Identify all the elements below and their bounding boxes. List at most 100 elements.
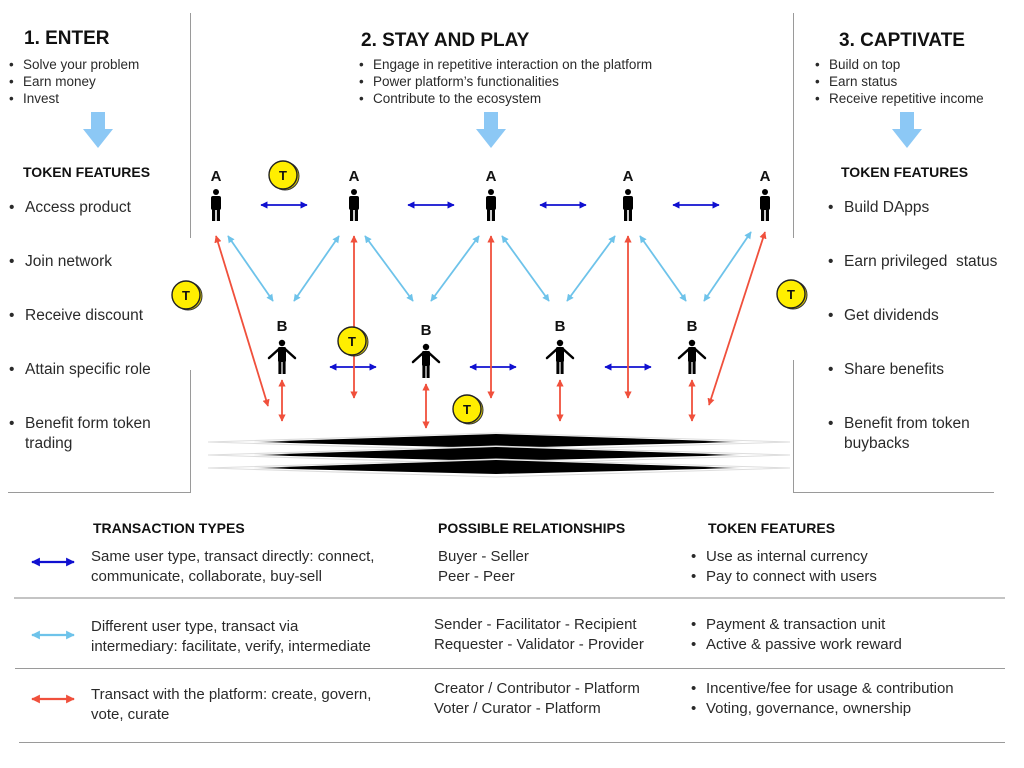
legend-row-same-type-description: Same user type, transact directly: conne…: [91, 547, 374, 587]
stage-play-title: 2. STAY AND PLAY: [361, 30, 530, 51]
token-feature: Incentive/fee for usage & contribution: [690, 679, 954, 699]
token-label: T: [787, 287, 795, 302]
token-label: T: [348, 334, 356, 349]
person-icon: [211, 189, 221, 221]
user-a: A: [486, 168, 497, 221]
person-arms-out-icon: [267, 339, 297, 374]
right-panel-border-base: [793, 492, 994, 493]
captivate-feature-item: Build DApps: [828, 198, 1024, 218]
relationship: Peer - Peer: [438, 568, 515, 585]
person-icon: [760, 189, 770, 221]
stage-enter-bullet: Solve your problem: [8, 56, 139, 73]
user-b: B: [267, 318, 297, 374]
enter-feature-item: Access product: [9, 198, 195, 218]
user-b-label: B: [687, 318, 698, 335]
network-diagram: A A A A A B B B B T T T T T: [171, 160, 808, 478]
different-type-arrow-icon: [31, 630, 75, 640]
stage-captivate-bullet: Build on top: [814, 56, 984, 73]
right-panel-border-top: [793, 13, 794, 238]
platform-arrow: [214, 235, 270, 407]
enter-feature-item: Join network: [9, 252, 195, 272]
captivate-feature-item: Benefit from token buybacks: [828, 414, 1004, 454]
stage-enter-down-arrow-icon: [83, 112, 113, 148]
left-panel-border-bottom: [190, 370, 191, 492]
user-b-label: B: [421, 322, 432, 339]
stage-enter-bullet: Invest: [8, 90, 139, 107]
users: A A A A A B B B B: [211, 168, 771, 378]
user-a-label: A: [623, 168, 634, 185]
description-line: Transact with the platform: create, gove…: [91, 686, 372, 703]
different-type-arrow: [501, 235, 550, 302]
stage-captivate-features-heading: TOKEN FEATURES: [841, 164, 969, 180]
platform-layer-fill: [250, 447, 745, 461]
token-feature: Payment & transaction unit: [690, 615, 902, 635]
stage-play-bullet: Power platform’s functionalities: [358, 73, 652, 90]
enter-feature-item: Benefit form token trading: [9, 414, 175, 454]
token-coin-icon: T: [268, 160, 300, 191]
different-type-arrow: [364, 235, 414, 302]
different-type-arrow: [293, 235, 340, 302]
platform-layer: [207, 445, 791, 465]
stage-enter-bullet: Earn money: [8, 73, 139, 90]
different-type-arrow: [227, 235, 274, 302]
token-label: T: [463, 402, 471, 417]
user-a: A: [349, 168, 360, 221]
legend-header-relationships: POSSIBLE RELATIONSHIPS: [438, 520, 626, 536]
description-line: communicate, collaborate, buy-sell: [91, 568, 322, 585]
stage-play-down-arrow-icon: [476, 112, 506, 148]
platform-layer: [207, 458, 791, 478]
token-label: T: [182, 288, 190, 303]
user-a-label: A: [486, 168, 497, 185]
user-b-label: B: [555, 318, 566, 335]
relationship: Buyer - Seller: [438, 548, 529, 565]
captivate-feature-item: Share benefits: [828, 360, 1024, 380]
user-b: B: [677, 318, 707, 374]
user-a-label: A: [349, 168, 360, 185]
platform-layer-fill: [250, 434, 745, 448]
description-line: Same user type, transact directly: conne…: [91, 548, 375, 565]
token-feature: Pay to connect with users: [690, 567, 877, 587]
token-label: T: [279, 168, 287, 183]
stage-captivate-bullet: Earn status: [814, 73, 984, 90]
person-icon: [486, 189, 496, 221]
stage-play-bullet: Engage in repetitive interaction on the …: [358, 56, 652, 73]
different-type-arrow: [639, 235, 687, 302]
person-icon: [349, 189, 359, 221]
stage-captivate-bullets: Build on top Earn status Receive repetit…: [814, 56, 984, 107]
description-line: Different user type, transact via: [91, 618, 299, 635]
legend-row-divider: [14, 597, 1005, 599]
user-a: A: [211, 168, 222, 221]
legend-row-platform-features: Incentive/fee for usage & contribution V…: [690, 679, 954, 719]
legend-row-same-type-features: Use as internal currency Pay to connect …: [690, 547, 877, 587]
person-icon: [623, 189, 633, 221]
user-a-label: A: [211, 168, 222, 185]
legend-row-divider: [15, 668, 1005, 669]
user-b-label: B: [277, 318, 288, 335]
platform-layers: [207, 432, 791, 478]
user-a: A: [623, 168, 634, 221]
tokens: T T T T T: [171, 160, 808, 425]
stage-captivate-bullet: Receive repetitive income: [814, 90, 984, 107]
left-panel-border-base: [8, 492, 191, 493]
stage-play-bullets: Engage in repetitive interaction on the …: [358, 56, 652, 107]
legend-row-platform-description: Transact with the platform: create, gove…: [91, 685, 371, 725]
platform-layer-fill: [250, 460, 745, 474]
description-line: intermediary: facilitate, verify, interm…: [91, 638, 371, 655]
user-a-label: A: [760, 168, 771, 185]
legend-row-divider: [19, 742, 1005, 743]
user-b: B: [545, 318, 575, 374]
legend-header-token-features: TOKEN FEATURES: [708, 520, 836, 536]
person-arms-out-icon: [677, 339, 707, 374]
legend-header-transaction-types: TRANSACTION TYPES: [93, 520, 245, 536]
person-arms-out-icon: [411, 343, 441, 378]
token-coin-icon: T: [776, 279, 808, 310]
token-coin-icon: T: [452, 394, 484, 425]
legend-row-platform-relationships: Creator / Contributor - Platform Voter /…: [434, 679, 640, 719]
platform-arrow: [707, 231, 767, 406]
stage-play-bullet: Contribute to the ecosystem: [358, 90, 652, 107]
relationship: Voter / Curator - Platform: [434, 700, 601, 717]
different-type-arrow: [430, 235, 480, 302]
same-type-arrow-icon: [31, 557, 75, 567]
right-panel-border-bottom: [793, 360, 794, 492]
token-feature: Voting, governance, ownership: [690, 699, 954, 719]
